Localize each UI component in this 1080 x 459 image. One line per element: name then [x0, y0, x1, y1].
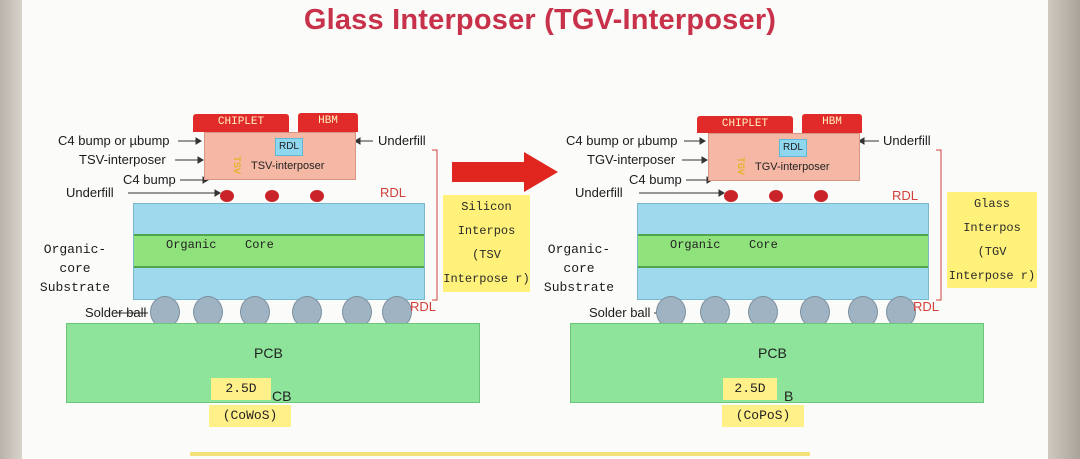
organic-line-1: Organic-: [547, 242, 611, 257]
label-underfill-right: Underfill: [378, 133, 426, 148]
label-rdl-top: RDL: [380, 185, 407, 200]
label-solder-ball: Solder ball: [589, 305, 651, 320]
label-rdl-bottom: RDL: [410, 299, 437, 314]
rdl-box: RDL: [275, 138, 303, 156]
c4-bump: [769, 190, 783, 202]
rdl-box: RDL: [779, 139, 807, 157]
c4-bump: [310, 190, 324, 202]
pcb-partial-label: B: [784, 388, 794, 404]
organic-line-3: Substrate: [543, 280, 615, 295]
organic-line-1: Organic-: [43, 242, 107, 257]
label-rdl-bottom: RDL: [913, 299, 940, 314]
organic-line-2: core: [563, 261, 595, 276]
panel-cowos: CHIPLET HBM RDL TSV TSV-interposer Organ…: [0, 0, 530, 459]
organic-core: [638, 234, 928, 268]
label-underfill-left: Underfill: [66, 185, 114, 200]
core-label-core: Core: [245, 238, 274, 252]
label-interposer: TSV-interposer: [79, 152, 166, 167]
organic-line-2: core: [59, 261, 91, 276]
label-organic-core-substrate: Organic- core Substrate: [34, 240, 116, 297]
core-label-organic: Organic: [166, 238, 217, 252]
pcb-board: [570, 323, 984, 403]
c4-bump: [265, 190, 279, 202]
solder-ball: [886, 296, 916, 328]
solder-ball: [382, 296, 412, 328]
note-2-5d: 2.5D: [211, 378, 271, 400]
core-label-organic: Organic: [670, 238, 721, 252]
label-interposer: TGV-interposer: [587, 152, 676, 167]
label-solder-ball: Solder ball: [85, 305, 147, 320]
panel-copos: CHIPLET HBM RDL TGV TGV-interposer Organ…: [504, 0, 1037, 459]
c4-bump: [220, 190, 234, 202]
chiplet-die: CHIPLET: [193, 114, 289, 132]
chiplet-die: CHIPLET: [697, 116, 793, 133]
hbm-die: HBM: [802, 114, 862, 133]
pcb-board: [66, 323, 480, 403]
label-underfill-left: Underfill: [575, 185, 623, 200]
note-cowos: (CoWoS): [209, 405, 291, 427]
solder-ball: [748, 296, 778, 328]
c4-bump: [814, 190, 828, 202]
leader-lines: [115, 137, 438, 314]
pcb-label: PCB: [254, 345, 283, 361]
hbm-die: HBM: [298, 113, 358, 132]
core-label-core: Core: [749, 238, 778, 252]
label-c4-bump: C4 bump: [629, 172, 682, 187]
organic-substrate: [133, 203, 425, 300]
label-c4-ubump: C4 bump or µbump: [566, 133, 678, 148]
right-arrow-icon: [452, 152, 558, 192]
interposer-label: TSV-interposer: [251, 160, 325, 172]
solder-ball: [700, 296, 730, 328]
via-label: TGV: [734, 157, 745, 176]
callout-glass-interposer: Glass Interpos (TGV Interpose r): [947, 192, 1037, 288]
label-c4-bump: C4 bump: [123, 172, 176, 187]
pcb-label: PCB: [758, 345, 787, 361]
label-rdl-top: RDL: [892, 188, 919, 203]
interposer-label: TGV-interposer: [755, 161, 830, 173]
photo-edge-right: [1048, 0, 1080, 459]
via-label: TSV: [230, 156, 241, 175]
organic-core: [134, 234, 424, 268]
note-copos: (CoPoS): [722, 405, 804, 427]
slide-title: Glass Interposer (TGV-Interposer): [303, 4, 777, 36]
photo-edge-left: [0, 0, 22, 459]
label-organic-core-substrate: Organic- core Substrate: [538, 240, 620, 297]
note-2-5d: 2.5D: [723, 378, 777, 400]
label-c4-ubump: C4 bump or µbump: [58, 133, 170, 148]
pcb-partial-label: CB: [272, 388, 292, 404]
label-underfill-right: Underfill: [883, 133, 931, 148]
tsv-interposer: [204, 132, 356, 180]
c4-bump: [724, 190, 738, 202]
bottom-highlight-strip: [190, 452, 810, 456]
organic-substrate: [637, 203, 929, 300]
callout-silicon-interposer: Silicon Interpos (TSV Interpose r): [443, 195, 530, 292]
leader-lines: [639, 137, 942, 314]
organic-line-3: Substrate: [39, 280, 111, 295]
